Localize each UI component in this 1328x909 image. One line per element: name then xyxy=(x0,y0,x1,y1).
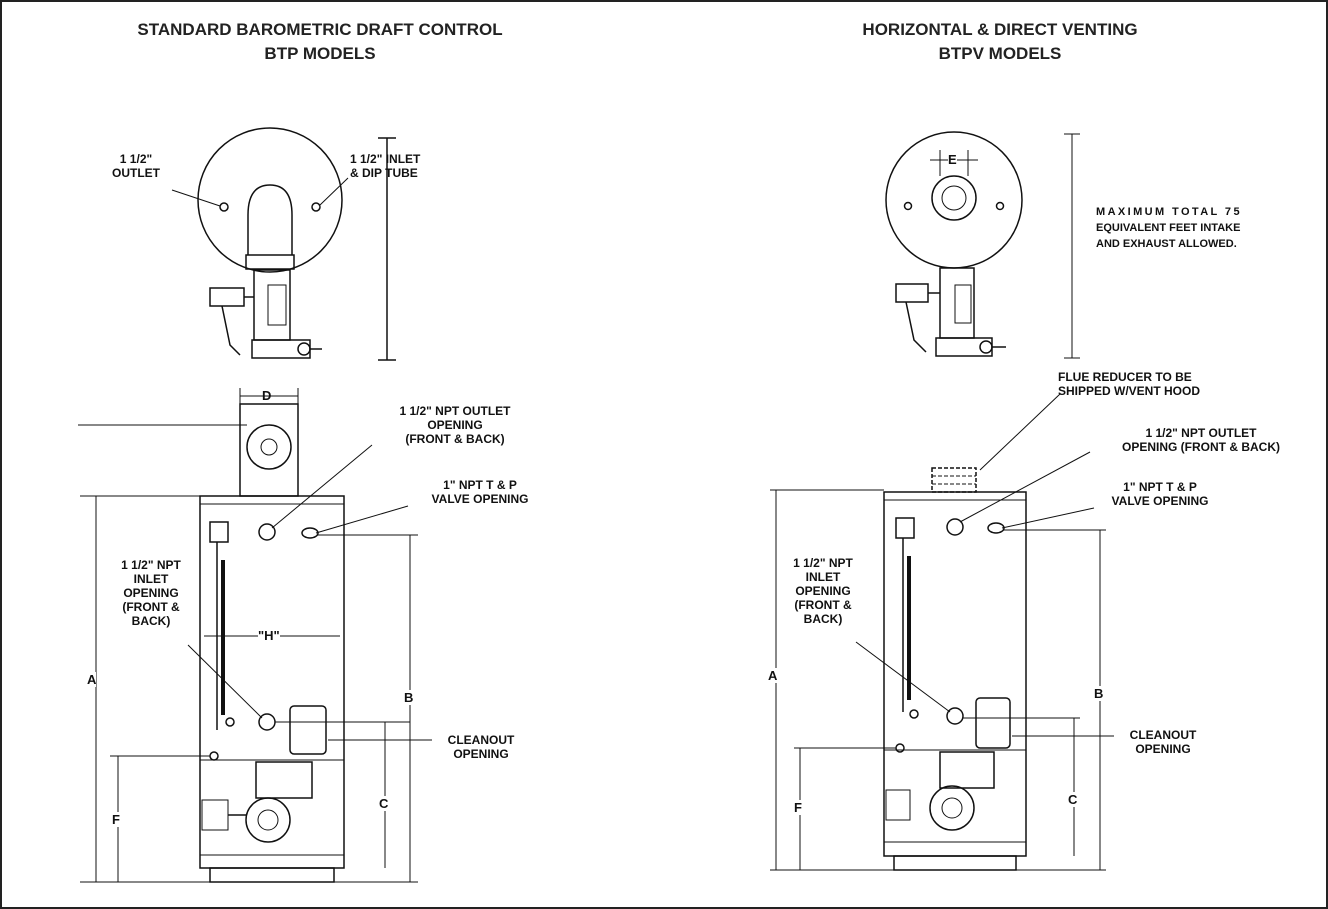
right-title-line2: BTPV MODELS xyxy=(938,44,1062,63)
left-dim-h: "H" xyxy=(258,628,280,643)
left-dim-c: C xyxy=(379,796,389,811)
left-oil-pump xyxy=(209,287,245,307)
left-tank-base xyxy=(209,867,335,883)
right-vent-hood xyxy=(931,467,977,493)
right-dim-c: C xyxy=(1068,792,1078,807)
left-control-box xyxy=(209,521,229,543)
left-tank-top-circle xyxy=(197,127,343,273)
right-venting-note: MAXIMUM TOTAL 75 EQUIVALENT FEET INTAKE … xyxy=(1096,204,1296,252)
left-flue-collar xyxy=(245,254,295,270)
right-burner-body xyxy=(939,267,975,339)
left-title: STANDARD BAROMETRIC DRAFT CONTROL BTP MO… xyxy=(40,18,600,66)
right-flue-reducer-label: FLUE REDUCER TO BE SHIPPED W/VENT HOOD xyxy=(1058,370,1201,398)
left-dim-a: A xyxy=(87,672,97,687)
left-front-view xyxy=(78,388,432,883)
left-npt-outlet-label: 1 1/2" NPT OUTLET OPENING (FRONT & BACK) xyxy=(399,404,511,446)
left-npt-inlet-label: 1 1/2" NPT INLET OPENING (FRONT & BACK) xyxy=(121,558,181,628)
left-burner-body xyxy=(253,269,291,341)
left-tp-valve xyxy=(301,527,319,539)
right-front-view xyxy=(770,393,1114,871)
left-dim-d: D xyxy=(262,388,272,403)
left-outlet-port xyxy=(219,202,229,212)
right-dim-e: E xyxy=(948,152,957,167)
left-front-burner xyxy=(255,761,313,799)
left-top-view xyxy=(171,127,396,361)
left-front-inlet xyxy=(258,713,276,731)
right-npt-outlet-label: 1 1/2" NPT OUTLET OPENING (FRONT & BACK) xyxy=(1122,426,1280,454)
right-note-line2: EQUIVALENT FEET INTAKE xyxy=(1096,222,1241,234)
right-top-view xyxy=(885,131,1080,359)
left-title-line2: BTP MODELS xyxy=(264,44,376,63)
right-cleanout-label: CLEANOUT OPENING xyxy=(1129,728,1197,756)
right-front-outlet xyxy=(946,518,964,536)
right-vent-ring xyxy=(931,175,977,221)
left-top-inlet-label: 1 1/2" INLET & DIP TUBE xyxy=(350,152,421,180)
left-burner-housing xyxy=(251,339,311,359)
right-title: HORIZONTAL & DIRECT VENTING BTPV MODELS xyxy=(740,18,1260,66)
left-cleanout-label: CLEANOUT OPENING xyxy=(447,733,515,761)
left-flue-elbow xyxy=(247,184,293,255)
left-inlet-port xyxy=(311,202,321,212)
right-cleanout-plate xyxy=(975,697,1011,749)
right-tank-body xyxy=(883,491,1027,857)
left-tp-valve-label: 1" NPT T & P VALVE OPENING xyxy=(431,478,529,506)
right-tp-valve xyxy=(987,522,1005,534)
left-cleanout-plate xyxy=(289,705,327,755)
right-npt-inlet-label: 1 1/2" NPT INLET OPENING (FRONT & BACK) xyxy=(793,556,853,626)
right-oil-pump xyxy=(895,283,929,303)
right-control-box xyxy=(895,517,915,539)
left-front-outlet xyxy=(258,523,276,541)
left-flue-pipe xyxy=(239,403,299,497)
right-dim-b: B xyxy=(1094,686,1104,701)
left-top-outlet-label: 1 1/2" OUTLET xyxy=(112,152,160,180)
right-tp-valve-label: 1" NPT T & P VALVE OPENING xyxy=(1111,480,1209,508)
left-title-line1: STANDARD BAROMETRIC DRAFT CONTROL xyxy=(137,20,503,39)
right-dim-a: A xyxy=(768,668,778,683)
right-note-line1: MAXIMUM TOTAL 75 xyxy=(1096,206,1242,218)
right-dim-f: F xyxy=(794,800,802,815)
right-tank-base xyxy=(893,855,1017,871)
right-front-inlet xyxy=(946,707,964,725)
right-front-burner xyxy=(939,751,995,789)
left-draft-control xyxy=(246,424,292,470)
left-dim-f: F xyxy=(112,812,120,827)
right-title-line1: HORIZONTAL & DIRECT VENTING xyxy=(862,20,1138,39)
right-note-line3: AND EXHAUST ALLOWED. xyxy=(1096,238,1237,250)
left-dim-b: B xyxy=(404,690,414,705)
